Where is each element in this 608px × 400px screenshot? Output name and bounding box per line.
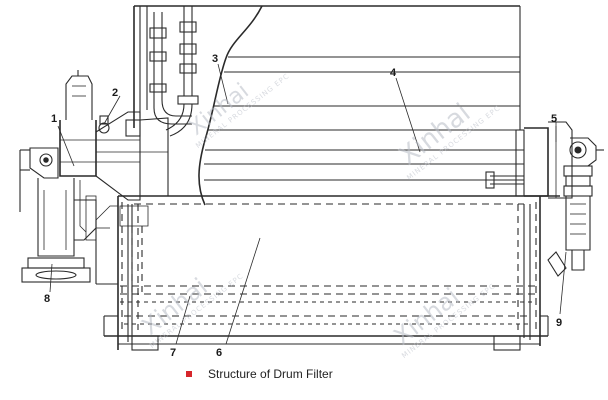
caption-bullet-icon (186, 371, 192, 377)
slurry-tank (95, 195, 560, 351)
figure-caption: Structure of Drum Filter (186, 366, 333, 382)
caption-text: Structure of Drum Filter (208, 367, 333, 381)
callout-5: 5 (551, 113, 557, 125)
pipework (139, 6, 199, 137)
watermark-bottom-left: Xinhai MINERAL PROCESSING EPC (136, 272, 245, 350)
left-distributor-head (19, 70, 169, 283)
callout-6: 6 (216, 347, 222, 359)
callout-leaders (49, 63, 567, 345)
watermark-bottom-right: Xinhai MINERAL PROCESSING EPC (388, 282, 497, 360)
agitator (119, 205, 149, 292)
callout-8: 8 (44, 293, 50, 305)
callout-9: 9 (556, 317, 562, 329)
callout-1: 1 (51, 113, 57, 125)
callout-2: 2 (112, 87, 118, 99)
callout-7: 7 (170, 347, 176, 359)
right-bearing-drive (485, 121, 604, 277)
watermark-top: Xinhai MINERAL PROCESSING EPC (394, 98, 502, 182)
callout-4: 4 (390, 67, 397, 79)
callout-3: 3 (212, 53, 218, 65)
